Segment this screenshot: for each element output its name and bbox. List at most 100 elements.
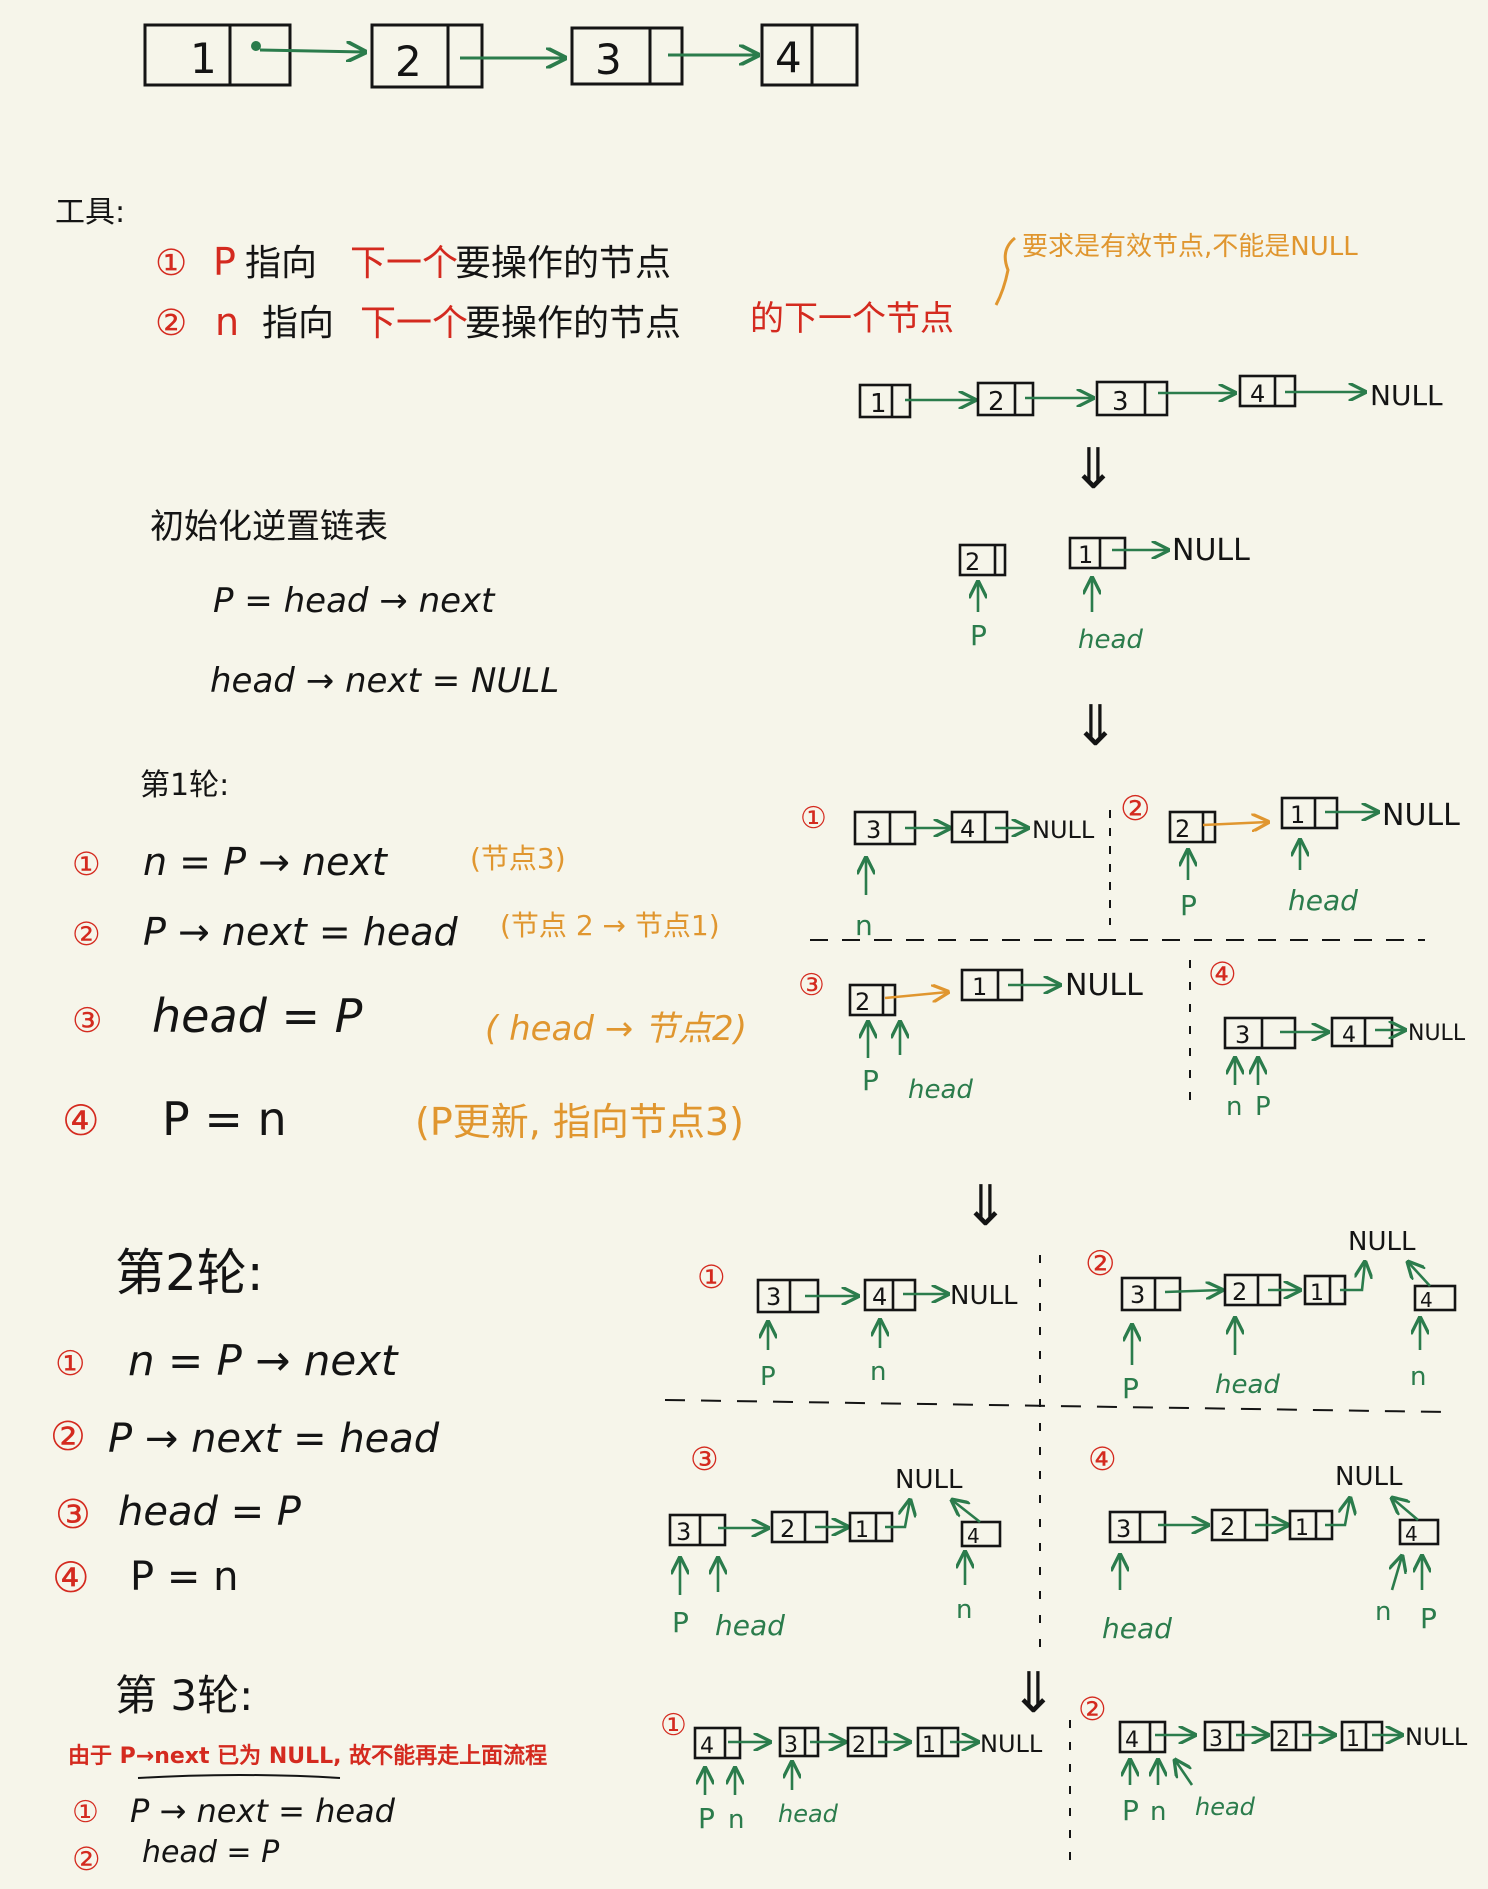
r1-panel-2: ② 2 1 NULL P head	[1120, 789, 1460, 922]
r2p2-label-p: P	[1122, 1372, 1139, 1405]
round2-step-2-code: P → next = head	[108, 1416, 440, 1462]
round1-step-1: ① n = P → next (节点3)	[72, 840, 566, 884]
round1-step-1-note: (节点3)	[470, 842, 566, 875]
top-node-3: 3	[570, 26, 684, 86]
r1p1-node-3: 3	[866, 816, 881, 844]
r2-panel-1-num: ①	[697, 1258, 726, 1296]
tools-note: 要求是有效节点,不能是NULL	[1022, 232, 1358, 262]
round2-step-2-num: ②	[50, 1414, 86, 1460]
r1p4-node-4: 4	[1342, 1023, 1356, 1048]
round2-step-3: ③ head = P	[55, 1489, 302, 1538]
r1p2-node-1: 1	[1290, 801, 1305, 829]
full-node-4: 4	[1250, 380, 1265, 408]
r2p2-node-4: 4	[1420, 1288, 1433, 1312]
r2-panel-4: ④ 3 2 1 NULL 4 head n P	[1088, 1440, 1440, 1645]
r2p2-node-2: 2	[1232, 1278, 1247, 1306]
init-node-1: 1	[1078, 541, 1093, 569]
tool-1: ① P 指向 下一个 要操作的节点	[155, 240, 671, 284]
r3p1-label-n: n	[728, 1805, 744, 1835]
r1-panel-1-num: ①	[800, 801, 827, 836]
round1-step-3-code: head = P	[152, 989, 363, 1043]
round2-step-3-num: ③	[55, 1492, 91, 1538]
r3p1-node-3: 3	[784, 1733, 798, 1758]
round3-step-1: ① P → next = head	[72, 1792, 396, 1830]
r1p3-node-1: 1	[972, 973, 987, 1001]
down-arrow-2: ⇓	[1072, 694, 1119, 759]
round3-step-2: ② head = P	[72, 1835, 280, 1878]
tool-2-tail: 的下一个节点	[750, 299, 954, 339]
r2p2-null: NULL	[1348, 1227, 1416, 1257]
round1-step-1-num: ①	[72, 845, 101, 883]
init-label-head: head	[1078, 625, 1143, 655]
r2-panel-2-num: ②	[1085, 1244, 1115, 1284]
r2p1-label-p: P	[760, 1362, 776, 1392]
round2-step-4-code: P = n	[130, 1554, 238, 1600]
r1-panel-4: ④ 3 4 NULL n P	[1208, 955, 1466, 1122]
r3p2-node-4: 4	[1125, 1728, 1139, 1753]
r1p4-null: NULL	[1408, 1021, 1466, 1046]
top-node-2-value: 2	[395, 37, 422, 86]
init-title: 初始化逆置链表	[150, 507, 388, 547]
tool-2-text: 指向	[262, 303, 334, 344]
r2-panel-3-num: ③	[690, 1440, 719, 1478]
top-node-2: 2	[370, 23, 484, 89]
r1p4-node-3: 3	[1235, 1021, 1250, 1049]
r3p2-label-head: head	[1195, 1793, 1256, 1821]
r2-panel-1: ① 3 4 NULL P n	[697, 1258, 1018, 1392]
r2p3-label-head: head	[715, 1609, 785, 1642]
tool-2-num: ②	[155, 303, 187, 344]
r1p4-label-n: n	[1226, 1092, 1242, 1122]
round3-title: 第 3轮:	[115, 1671, 253, 1720]
round1-step-2-code: P → next = head	[143, 910, 459, 954]
round1-step-4-code: P = n	[162, 1092, 287, 1146]
tools-heading: 工具:	[55, 195, 125, 230]
r2-panel-2: ② 3 2 1 NULL 4 P head n	[1085, 1227, 1457, 1405]
round1-step-1-code: n = P → next	[143, 840, 389, 884]
r2p3-node-1: 1	[855, 1518, 869, 1543]
round3-step-2-num: ②	[72, 1840, 101, 1878]
r2p4-node-1: 1	[1295, 1516, 1309, 1541]
tools-brace	[994, 236, 1016, 306]
r1p2-node-2: 2	[1175, 815, 1190, 843]
tool-1-text: 指向	[245, 243, 317, 284]
round1-step-3-num: ③	[72, 1001, 102, 1041]
r2p4-label-p: P	[1420, 1602, 1437, 1635]
round1-step-4-num: ④	[62, 1096, 100, 1145]
r1p3-label-p: P	[862, 1064, 879, 1097]
tool-2-var: n	[215, 300, 239, 344]
r1-panel-4-num: ④	[1208, 955, 1237, 993]
round3-reason-underline	[137, 1774, 341, 1779]
round2-step-3-code: head = P	[118, 1489, 302, 1535]
r2p1-label-n: n	[870, 1357, 886, 1387]
r3p1-node-4: 4	[700, 1734, 714, 1759]
r1-panel-1: ① 3 4 NULL n	[800, 801, 1095, 942]
r2p4-node-2: 2	[1220, 1513, 1235, 1541]
round2-step-1-code: n = P → next	[128, 1336, 399, 1385]
tool-1-num: ①	[155, 243, 187, 284]
r3p1-label-head: head	[778, 1800, 839, 1828]
round2-title: 第2轮:	[115, 1244, 264, 1302]
tool-2-rest: 要操作的节点	[465, 303, 681, 344]
r2p3-label-p: P	[672, 1606, 689, 1639]
tool-2: ② n 指向 下一个 要操作的节点 的下一个节点	[155, 299, 954, 344]
round3-reason: 由于 P→next 已为 NULL, 故不能再走上面流程	[68, 1743, 547, 1769]
round1-step-4-note: (P更新, 指向节点3)	[415, 1100, 744, 1144]
round1-step-3-note: ( head → 节点2)	[485, 1009, 747, 1049]
r2p2-label-n: n	[1410, 1362, 1426, 1392]
r2p4-node-3: 3	[1116, 1515, 1131, 1543]
init-line-1: P = head → next	[213, 581, 496, 621]
round1-step-4: ④ P = n (P更新, 指向节点3)	[62, 1092, 744, 1146]
round3-step-1-code: P → next = head	[130, 1792, 396, 1830]
r2p1-node-3: 3	[766, 1283, 781, 1311]
r3p1-null: NULL	[980, 1730, 1043, 1758]
r3p2-null: NULL	[1405, 1723, 1468, 1751]
round2-step-4-num: ④	[52, 1553, 90, 1602]
r2p4-label-head: head	[1102, 1612, 1172, 1645]
init-diagram: 2 P 1 NULL head	[958, 533, 1250, 655]
r1-panel-3-num: ③	[798, 968, 825, 1003]
r2p4-null: NULL	[1335, 1462, 1403, 1492]
r1p2-null: NULL	[1382, 798, 1460, 833]
r1p3-node-2: 2	[855, 988, 870, 1016]
full-node-2: 2	[988, 387, 1005, 417]
full-node-1: 1	[870, 389, 887, 419]
